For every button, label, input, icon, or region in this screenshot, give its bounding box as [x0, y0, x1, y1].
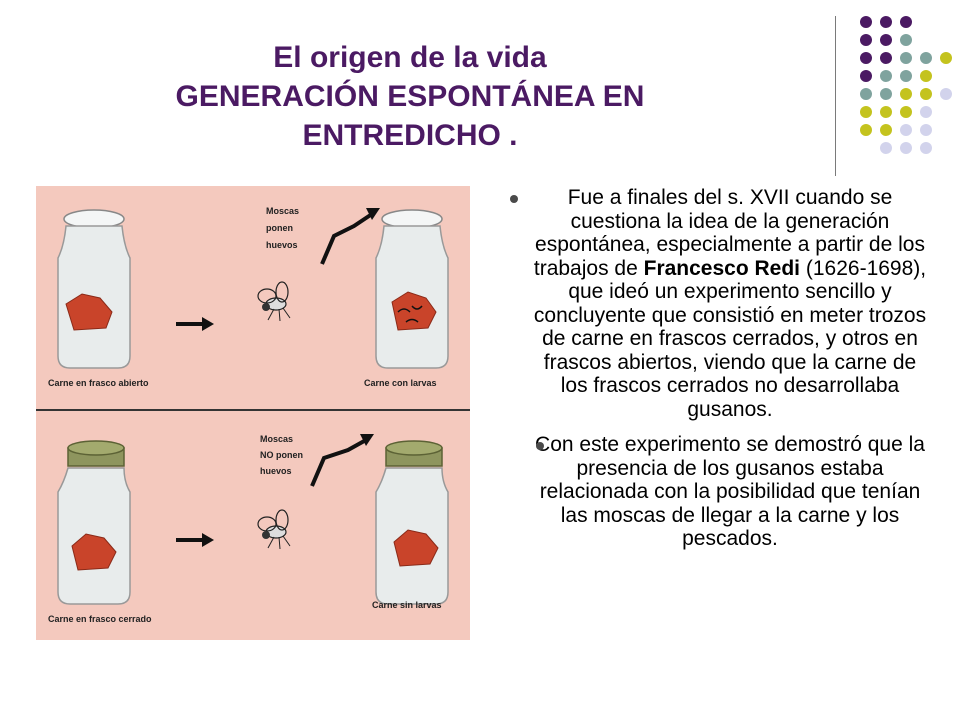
dot [880, 16, 892, 28]
fly-icon [257, 281, 291, 322]
caption-closed-jar: Carne en frasco cerrado [48, 614, 152, 624]
dot [860, 34, 872, 46]
arrow-right-icon [176, 533, 214, 547]
dot [860, 124, 872, 136]
slide-title: El origen de la vida GENERACIÓN ESPONTÁN… [40, 38, 780, 155]
title-line-1: El origen de la vida [273, 41, 547, 74]
flies-no-eggs-text-2: NO ponen [260, 450, 303, 460]
arrow-diagonal-icon [310, 434, 374, 487]
decorative-dot-grid [858, 16, 953, 156]
bullet-list: Fue a finales del s. XVII cuando se cues… [500, 186, 940, 551]
flies-lay-eggs-text-1: Moscas [266, 206, 299, 216]
dot [900, 52, 912, 64]
dot [940, 52, 952, 64]
fly-icon [257, 509, 291, 550]
redi-experiment-illustration: Carne en frasco abierto Moscas ponen hue… [36, 186, 470, 640]
caption-no-larvae-jar: Carne sin larvas [372, 600, 442, 610]
dot [900, 124, 912, 136]
arrow-diagonal-icon [320, 208, 380, 265]
open-jar-icon [57, 209, 131, 369]
dot [880, 70, 892, 82]
flies-lay-eggs-text-2: ponen [266, 223, 293, 233]
bullet-1-text-pre: Fue a finales del s. XVII cuando se cues… [533, 186, 925, 280]
flies-lay-eggs-text-3: huevos [266, 240, 298, 250]
title-line-3: ENTREDICHO . [302, 119, 518, 152]
dot [860, 88, 872, 100]
dot [900, 70, 912, 82]
closed-jar-icon [57, 440, 131, 605]
decorative-divider [835, 16, 836, 176]
bullet-icon [510, 195, 518, 203]
dot [900, 106, 912, 118]
flies-no-eggs-text-1: Moscas [260, 434, 293, 444]
dot [880, 52, 892, 64]
dot [920, 142, 932, 154]
bullet-item-1: Fue a finales del s. XVII cuando se cues… [500, 186, 940, 421]
arrow-right-icon [176, 317, 214, 331]
dot [900, 34, 912, 46]
dot [900, 16, 912, 28]
dot [880, 34, 892, 46]
closed-jar-no-larvae-icon [375, 440, 449, 605]
bullet-icon [536, 442, 544, 451]
dot [920, 106, 932, 118]
dot [860, 52, 872, 64]
title-line-2: GENERACIÓN ESPONTÁNEA EN [175, 80, 645, 113]
dot [900, 88, 912, 100]
bullet-item-2: Con este experimento se demostró que la … [500, 433, 940, 551]
larvae-jar-icon [375, 209, 449, 369]
dot [860, 16, 872, 28]
caption-open-jar: Carne en frasco abierto [48, 378, 149, 388]
bullet-2-text: Con este experimento se demostró que la … [535, 433, 925, 551]
dot [900, 142, 912, 154]
dot [920, 124, 932, 136]
experiment-diagram: Carne en frasco abierto Moscas ponen hue… [36, 206, 470, 624]
dot [920, 52, 932, 64]
dot [880, 142, 892, 154]
flies-no-eggs-text-3: huevos [260, 466, 292, 476]
bullet-1-text-post: (1626-1698), que ideó un experimento sen… [533, 256, 927, 421]
bullet-1-text-bold: Francesco Redi [643, 256, 801, 280]
dot [860, 106, 872, 118]
dot [880, 106, 892, 118]
dot [860, 70, 872, 82]
dot [880, 124, 892, 136]
dot [940, 88, 952, 100]
dot [920, 70, 932, 82]
dot [920, 88, 932, 100]
dot [880, 88, 892, 100]
caption-larvae-jar: Carne con larvas [364, 378, 437, 388]
